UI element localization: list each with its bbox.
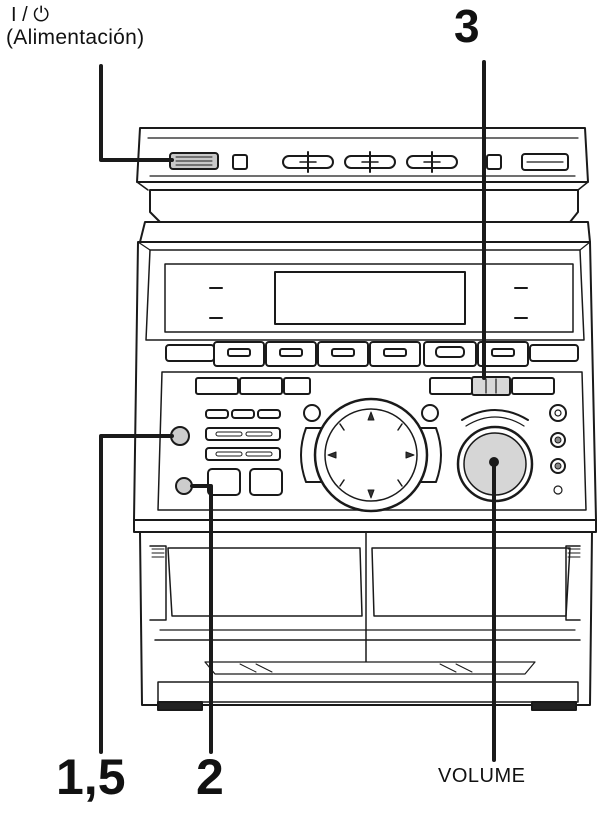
disc-skip-button[interactable] [232, 154, 248, 170]
callout-1-5-label: 1,5 [56, 749, 126, 805]
volume-callout-dot [489, 457, 499, 467]
disc-2-button[interactable] [344, 151, 396, 173]
display-panel [164, 263, 574, 333]
disc-1-button[interactable] [282, 151, 334, 173]
callout-3-label: 3 [454, 0, 480, 52]
cd-changer-section [136, 127, 591, 243]
volume-label: VOLUME [438, 765, 526, 787]
callout-lines [99, 60, 496, 762]
tuner-band-button[interactable] [471, 376, 511, 396]
jog-dial[interactable] [300, 397, 442, 513]
cassette-section [133, 519, 597, 711]
volume-knob[interactable] [456, 409, 534, 503]
right-side-controls [549, 404, 567, 495]
callout-2-button[interactable] [175, 477, 193, 495]
power-text-label: (Alimentación) [6, 26, 145, 49]
disc-3-button[interactable] [406, 151, 458, 173]
function-button-row [165, 341, 579, 367]
small-square-button[interactable] [486, 154, 502, 170]
left-button-cluster [205, 409, 283, 496]
callout-2-label: 2 [196, 749, 224, 805]
power-symbol-label: I / ⏻ [11, 4, 50, 26]
